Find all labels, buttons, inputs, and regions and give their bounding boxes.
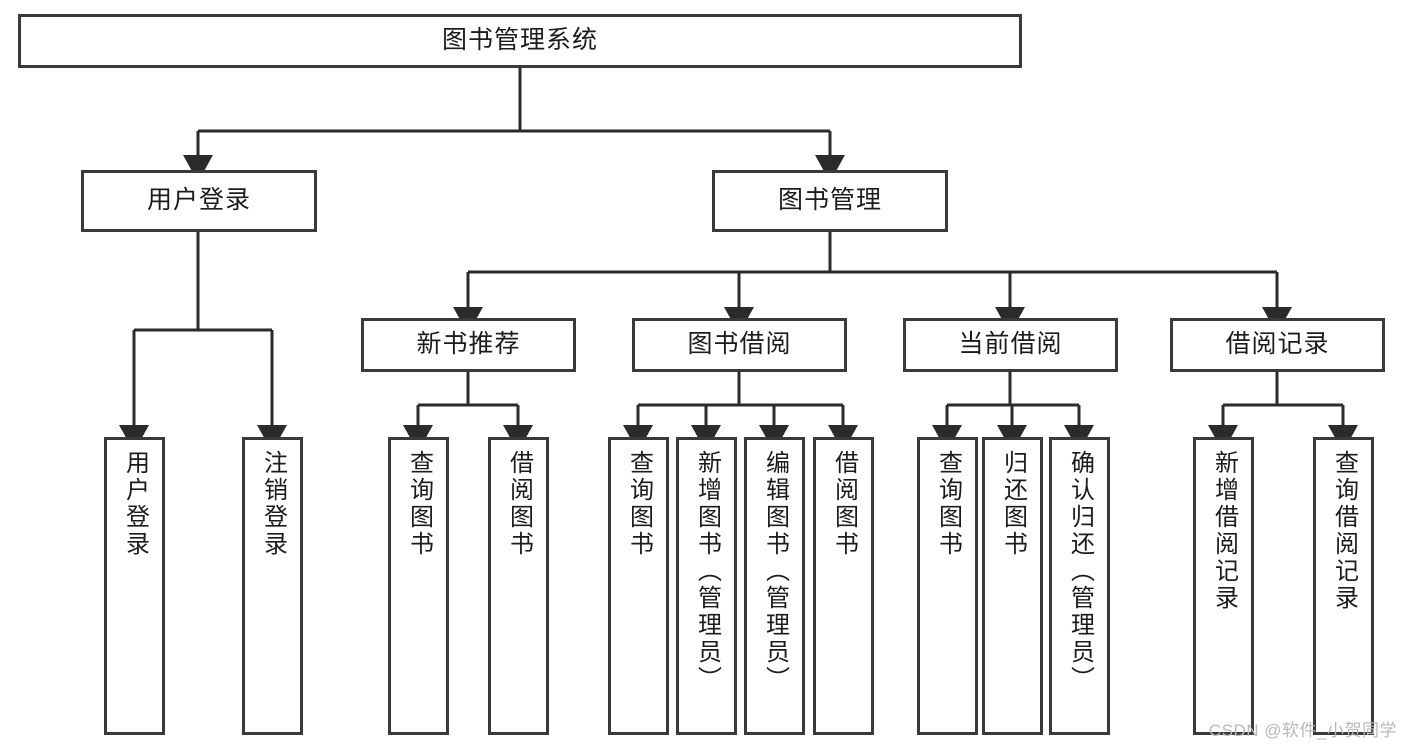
node-label: 新书推荐 [416, 330, 521, 359]
leaf-logout[interactable]: 注销登录 [242, 437, 303, 735]
node-book-management-system[interactable]: 图书管理系统 [18, 14, 1022, 68]
node-label: 查询图书 [934, 450, 962, 558]
node-book-borrow[interactable]: 图书借阅 [632, 318, 847, 372]
node-label: 编辑图书（管理员） [761, 450, 789, 693]
leaf-confirm-return-admin[interactable]: 确认归还（管理员） [1049, 437, 1110, 735]
node-label: 借阅图书 [830, 450, 858, 558]
node-label: 用户登录 [121, 450, 149, 558]
node-label: 图书管理系统 [441, 26, 598, 55]
node-label: 图书管理 [777, 186, 882, 215]
leaf-query-book-recommend[interactable]: 查询图书 [388, 437, 449, 735]
node-label: 新增借阅记录 [1210, 450, 1238, 612]
leaf-return-book[interactable]: 归还图书 [982, 437, 1043, 735]
node-label: 新增图书（管理员） [693, 450, 721, 693]
leaf-add-book-admin[interactable]: 新增图书（管理员） [676, 437, 737, 735]
node-label: 查询图书 [405, 450, 433, 558]
leaf-query-book-current[interactable]: 查询图书 [917, 437, 978, 735]
node-label: 注销登录 [259, 450, 287, 558]
node-label: 借阅记录 [1225, 330, 1330, 359]
leaf-user-login[interactable]: 用户登录 [104, 437, 165, 735]
leaf-borrow-book[interactable]: 借阅图书 [813, 437, 874, 735]
node-label: 查询借阅记录 [1330, 450, 1358, 612]
leaf-borrow-book-recommend[interactable]: 借阅图书 [488, 437, 549, 735]
node-label: 当前借阅 [958, 330, 1063, 359]
node-label: 确认归还（管理员） [1066, 450, 1094, 693]
node-current-borrow[interactable]: 当前借阅 [903, 318, 1118, 372]
node-borrow-record[interactable]: 借阅记录 [1170, 318, 1385, 372]
node-label: 归还图书 [999, 450, 1027, 558]
watermark-text: CSDN @软件_小贺同学 [1208, 721, 1397, 740]
node-label: 借阅图书 [505, 450, 533, 558]
node-new-book-recommend[interactable]: 新书推荐 [361, 318, 576, 372]
leaf-query-borrow-record[interactable]: 查询借阅记录 [1313, 437, 1374, 735]
leaf-query-book-borrow[interactable]: 查询图书 [608, 437, 669, 735]
node-label: 查询图书 [625, 450, 653, 558]
node-label: 图书借阅 [687, 330, 792, 359]
leaf-edit-book-admin[interactable]: 编辑图书（管理员） [744, 437, 805, 735]
node-book-management[interactable]: 图书管理 [712, 170, 948, 232]
node-label: 用户登录 [146, 186, 251, 215]
leaf-add-borrow-record[interactable]: 新增借阅记录 [1193, 437, 1254, 735]
node-user-login[interactable]: 用户登录 [81, 170, 317, 232]
